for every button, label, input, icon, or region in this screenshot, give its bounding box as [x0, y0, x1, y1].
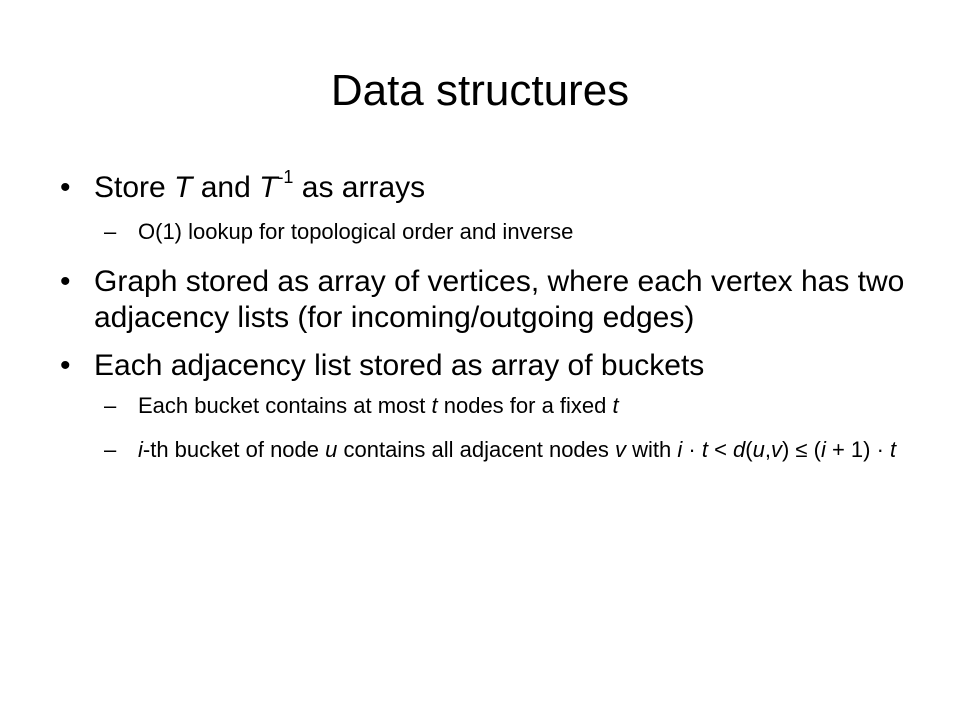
bullet-store-arrays: • Store T and T-1 as arrays — [60, 167, 426, 204]
dash-icon: – — [104, 393, 117, 418]
bullet-icon: • — [60, 171, 71, 204]
bullet-icon: • — [60, 265, 71, 298]
bullet-graph-storage: • Graph stored as array of vertices, whe… — [60, 265, 905, 334]
bullet-list: • Store T and T-1 as arrays – O(1) looku… — [60, 167, 920, 480]
sub-bullet-bucket-range: – i-th bucket of node u contains all adj… — [104, 437, 897, 462]
slide-title: Data structures — [330, 66, 630, 115]
sub-bullet-bucket-size: – Each bucket contains at most t nodes f… — [104, 393, 619, 418]
bullet-icon: • — [60, 349, 71, 382]
dash-icon: – — [104, 437, 117, 462]
dash-icon: – — [104, 219, 117, 244]
sub-bullet-lookup: – O(1) lookup for topological order and … — [104, 219, 574, 244]
bullet-adjacency-buckets: • Each adjacency list stored as array of… — [60, 349, 705, 382]
